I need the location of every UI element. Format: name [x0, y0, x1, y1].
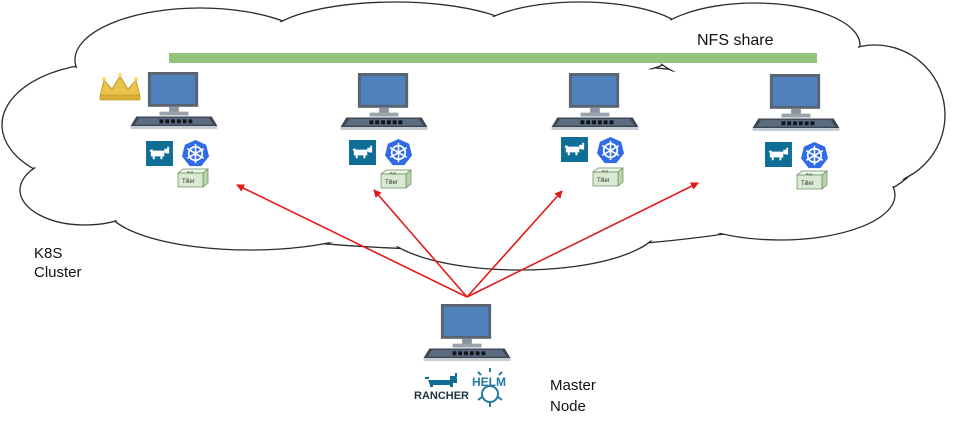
pod-label: Pod	[390, 172, 396, 176]
rancher-icon	[765, 142, 792, 167]
master-node-label: Master Node	[550, 377, 600, 415]
rancher-logo-text: RANCHER	[414, 390, 469, 402]
computer-icon	[423, 304, 511, 362]
connection-arrows	[236, 182, 699, 298]
rancher-logo: RANCHER	[414, 373, 469, 402]
pod-label: Pod	[187, 171, 193, 175]
tiller-label: Tiller	[801, 181, 814, 187]
worker-node-3: Pod Tiller	[551, 73, 639, 187]
arrow-to-node-3	[466, 190, 563, 298]
arrow-to-node-1	[236, 184, 468, 298]
master-node: RANCHER HELM	[414, 304, 511, 407]
arrow-to-node-4	[466, 182, 699, 298]
worker-node-4: Pod Tiller	[752, 74, 840, 190]
pod-label: Pod	[602, 170, 608, 174]
cluster-label: K8S Cluster	[34, 245, 82, 281]
worker-node-2: Pod Tiller	[340, 73, 428, 189]
tiller-label: Tiller	[597, 178, 610, 184]
tiller-label: Tiller	[385, 180, 398, 186]
rancher-icon	[349, 140, 376, 165]
nfs-share-bar	[169, 53, 817, 63]
rancher-icon	[146, 141, 173, 166]
helm-icon: HELM	[472, 368, 506, 407]
worker-node-1: Pod Tiller	[130, 72, 218, 188]
nfs-share-label: NFS share	[697, 32, 774, 49]
crown-icon	[99, 73, 141, 101]
k8s-cluster-cloud	[1, 1, 946, 271]
rancher-icon	[561, 137, 588, 162]
helm-logo-text: HELM	[472, 375, 506, 389]
pod-label: Pod	[806, 173, 812, 177]
arrow-to-node-2	[373, 189, 468, 298]
tiller-label: Tiller	[182, 179, 195, 185]
